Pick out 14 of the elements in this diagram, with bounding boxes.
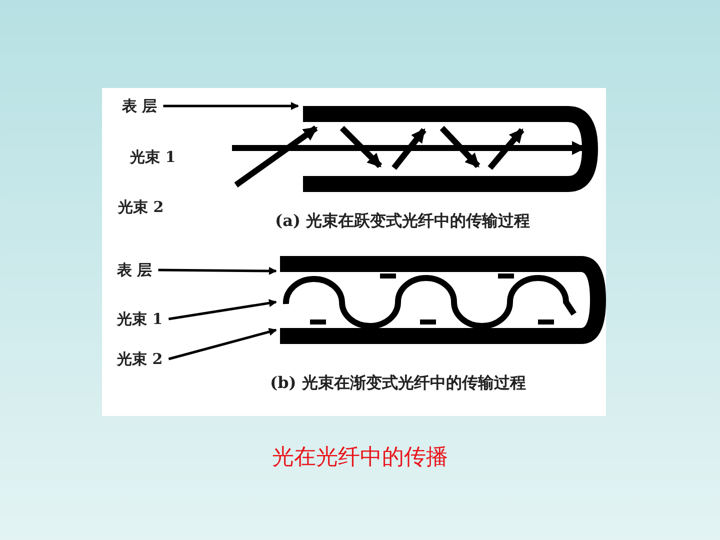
leader-arrow — [158, 266, 277, 275]
label-text: 表 层 — [117, 261, 152, 279]
optical-fiber-drawing — [300, 104, 597, 194]
leader-arrow — [168, 328, 277, 360]
label-text: 光束 1 — [130, 148, 176, 166]
label-text: 光束 1 — [117, 310, 163, 328]
figure-caption: (a) 光束在跃变式光纤中的传输过程 — [275, 212, 530, 230]
label-text: 光束 2 — [118, 198, 164, 216]
figure-caption: (b) 光束在渐变式光纤中的传输过程 — [270, 374, 526, 392]
label-text: 表 层 — [122, 97, 158, 115]
caption: 光在光纤中的传播 — [271, 445, 449, 471]
leader-arrow — [168, 299, 277, 320]
label-text: 光束 2 — [117, 350, 163, 368]
leader-arrow — [163, 102, 299, 110]
